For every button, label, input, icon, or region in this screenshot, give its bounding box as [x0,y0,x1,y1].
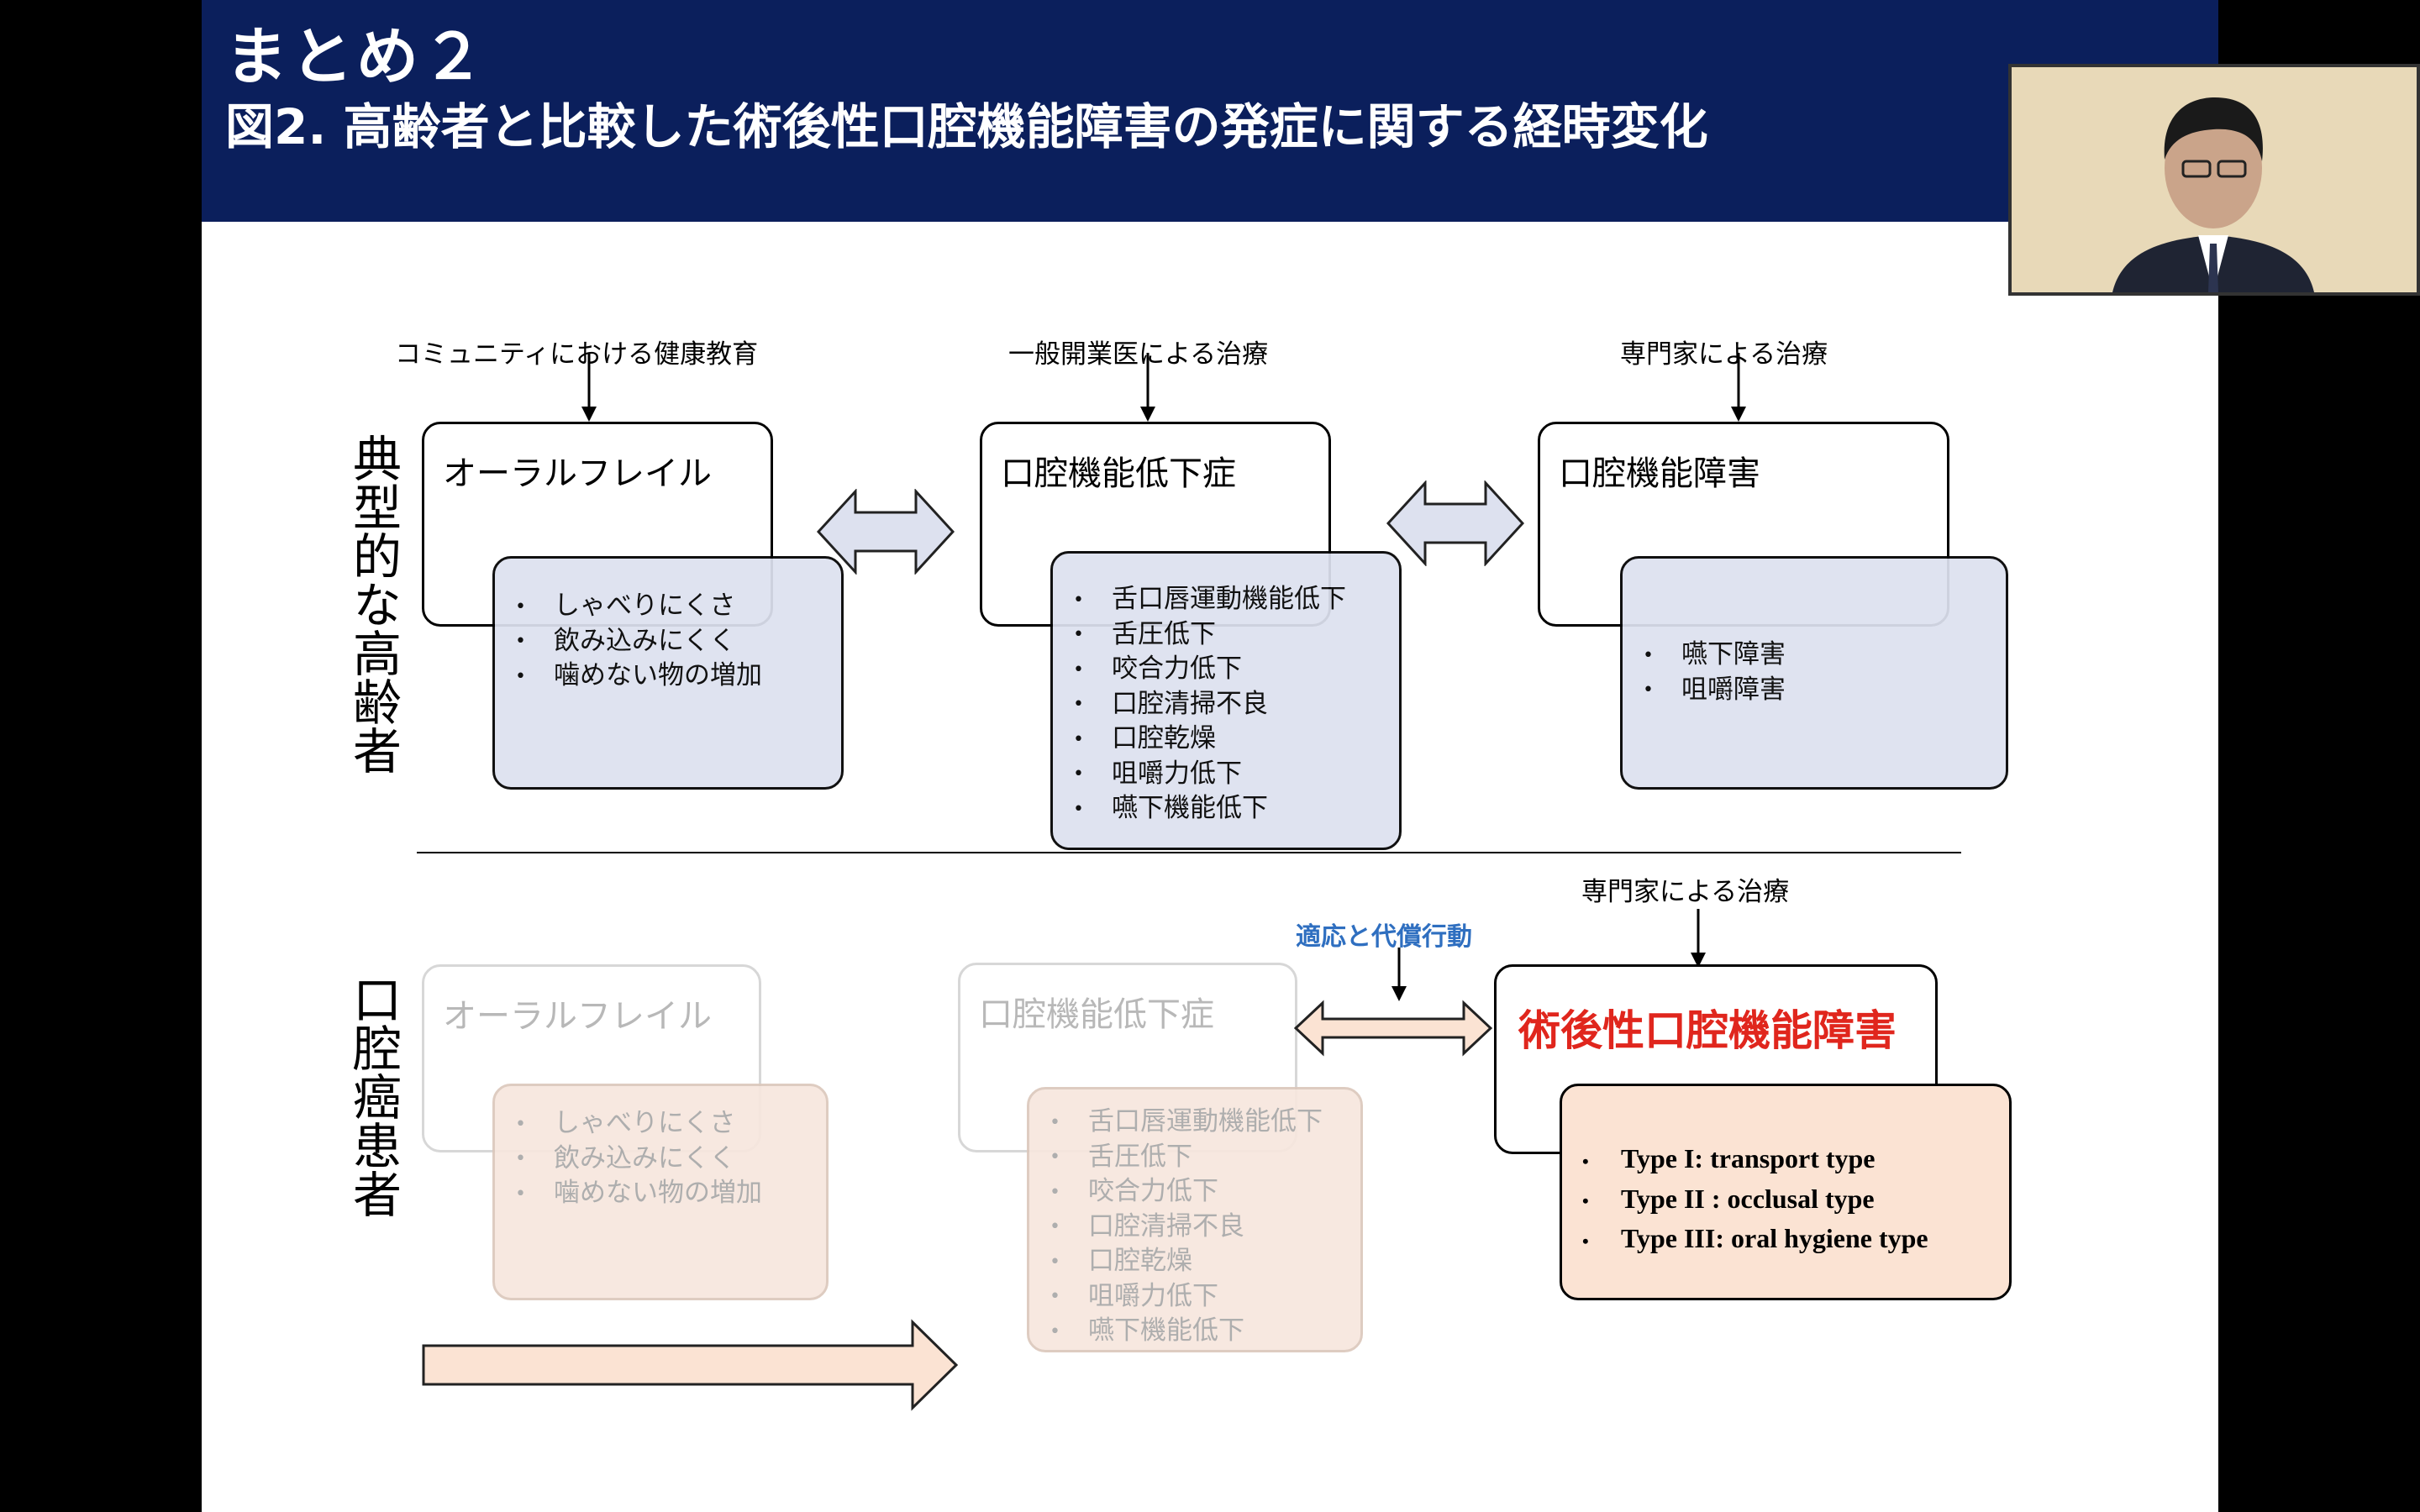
list-item: 咬合力低下 [1029,1174,1360,1210]
list-item: 咀嚼力低下 [1053,757,1399,792]
down-arrow-icon [1731,353,1746,422]
list-oral-hypofunction-faded: 舌口唇運動機能低下 舌圧低下 咬合力低下 口腔清掃不良 口腔乾燥 咀嚼力低下 嚥… [1027,1087,1363,1352]
stage-label-gp: 一般開業医による治療 [1008,339,1269,370]
list-item: 口腔乾燥 [1029,1244,1360,1279]
list-item: 舌口唇運動機能低下 [1029,1105,1360,1140]
down-arrow-icon [1691,909,1706,968]
box-title: 口腔機能低下症 [1001,454,1236,493]
list-oral-frailty-faded: しゃべりにくさ 飲み込みにくく 噛めない物の増加 [492,1084,829,1300]
list-item: 噛めない物の増加 [495,659,841,694]
stage-label-community: コミュニティにおける健康教育 [395,339,759,370]
presenter-silhouette-icon [2012,67,2417,292]
row-label-cancer: 口腔癌患者 [345,974,402,1218]
list-item: 嚥下障害 [1623,638,2006,673]
list-oral-frailty: しゃべりにくさ 飲み込みにくく 噛めない物の増加 [492,556,844,790]
down-arrow-icon [581,353,597,422]
list-item: 舌圧低下 [1029,1140,1360,1175]
box-title: 口腔機能障害 [1559,454,1760,493]
list-item: 咀嚼障害 [1623,673,2006,708]
down-arrow-icon [1140,353,1155,422]
list-item: 舌圧低下 [1053,617,1399,653]
stage-label-specialist-2: 専門家による治療 [1581,877,1790,907]
double-arrow-icon [1386,480,1524,566]
slide: まとめ２ 図2. 高齢者と比較した術後性口腔機能障害の発症に関する経時変化 典型… [202,0,2218,1512]
adaptation-label: 適応と代償行動 [1296,922,1472,952]
postoperative-dysfunction-title: 術後性口腔機能障害 [1518,1006,1897,1055]
slide-subtitle: 図2. 高齢者と比較した術後性口腔機能障害の発症に関する経時変化 [225,98,1708,155]
double-arrow-icon [817,489,955,575]
list-oral-hypofunction: 舌口唇運動機能低下 舌圧低下 咬合力低下 口腔清掃不良 口腔乾燥 咀嚼力低下 嚥… [1050,551,1402,850]
list-item: Type II : occlusal type [1562,1180,2009,1221]
list-item: 飲み込みにくく [495,624,841,659]
list-postoperative-types: Type I: transport type Type II : occlusa… [1560,1084,2012,1300]
box-title: 口腔機能低下症 [979,995,1214,1034]
list-item: 噛めない物の増加 [495,1176,826,1211]
row-label-typical: 典型的な高齢者 [345,433,402,774]
list-oral-dysfunction: 嚥下障害 咀嚼障害 [1620,556,2008,790]
slide-title: まとめ２ [225,21,487,93]
list-item: 咬合力低下 [1053,652,1399,687]
list-item: 飲み込みにくく [495,1142,826,1177]
list-item: しゃべりにくさ [495,1106,826,1142]
box-title: オーラルフレイル [443,454,712,493]
list-item: Type I: transport type [1562,1140,2009,1180]
list-item: しゃべりにくさ [495,589,841,624]
presenter-video [2008,64,2420,296]
list-item: 口腔清掃不良 [1053,687,1399,722]
list-item: 咀嚼力低下 [1029,1279,1360,1315]
list-item: 舌口唇運動機能低下 [1053,582,1399,617]
box-title: オーラルフレイル [443,997,712,1036]
list-item: Type III: oral hygiene type [1562,1220,2009,1260]
list-item: 嚥下機能低下 [1053,791,1399,827]
timeline-arrow-icon [422,1319,959,1411]
list-item: 嚥下機能低下 [1029,1314,1360,1349]
down-arrow-icon [1392,948,1407,1001]
list-item: 口腔清掃不良 [1029,1210,1360,1245]
slide-header: まとめ２ 図2. 高齢者と比較した術後性口腔機能障害の発症に関する経時変化 [202,0,2218,222]
divider [417,852,1961,853]
list-item: 口腔乾燥 [1053,722,1399,757]
stage-label-specialist: 専門家による治療 [1620,339,1828,370]
double-arrow-icon [1294,1000,1492,1057]
